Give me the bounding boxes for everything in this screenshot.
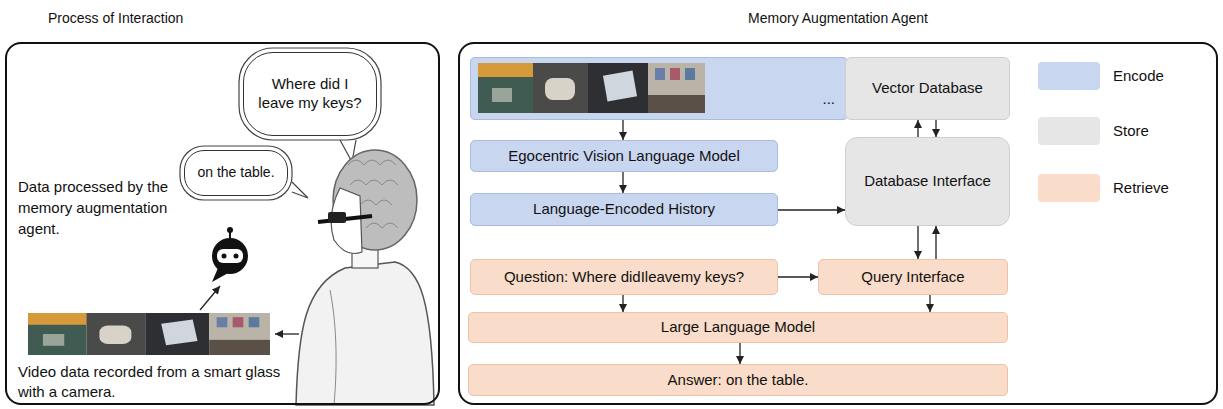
robot-eye xyxy=(234,254,239,259)
flow-arrow xyxy=(622,295,623,312)
agent-panel: Memory Augmentation Agent...Vector Datab… xyxy=(458,42,1218,405)
node-label: Query Interface xyxy=(861,268,964,287)
node-label: ... xyxy=(822,90,835,109)
robot-eye xyxy=(222,254,227,259)
node-label: Egocentric Vision Language Model xyxy=(508,147,740,166)
answer-bubble: on the table. xyxy=(184,150,288,196)
glasses-lens xyxy=(328,212,346,223)
flow-arrow xyxy=(739,343,740,364)
capture-arrow xyxy=(275,333,299,334)
person-fold xyxy=(330,290,336,405)
legend-swatch xyxy=(1038,62,1100,90)
node-label: Database Interface xyxy=(864,172,991,191)
robot-head xyxy=(212,238,248,274)
caption-text: Video data recorded from a smart glass w… xyxy=(18,362,290,401)
video-frames xyxy=(478,63,705,113)
flow-arrow xyxy=(929,295,930,312)
bubble-outline xyxy=(239,48,381,140)
interaction-panel: Process of InteractionData processed by … xyxy=(5,42,440,405)
legend-item: Store xyxy=(1038,117,1149,145)
interface-box: Database Interface xyxy=(845,137,1010,226)
flow-arrow xyxy=(935,120,936,137)
history-box: Language-Encoded History xyxy=(470,193,778,226)
legend-label: Store xyxy=(1113,122,1149,141)
robot-face xyxy=(217,249,243,263)
flow-arrow xyxy=(622,172,623,193)
question-box: Question: Where didIleavemy keys? xyxy=(470,259,778,295)
person-body xyxy=(296,262,434,405)
flow-arrow xyxy=(622,120,623,140)
robot-tail xyxy=(212,268,230,282)
query-box: Query Interface xyxy=(818,259,1008,295)
flow-arrow xyxy=(917,120,918,137)
database-box: Vector Database xyxy=(845,57,1010,120)
robot-antenna xyxy=(227,227,233,233)
caption-text: Data processed by the memory augmentatio… xyxy=(18,176,190,239)
flow-arrow xyxy=(778,209,845,210)
process-arrow xyxy=(200,286,220,310)
legend-swatch xyxy=(1038,174,1100,202)
bubble-tail xyxy=(292,182,308,198)
question-bubble: Where did I leave my keys? xyxy=(243,52,377,136)
node-label: Large Language Model xyxy=(661,318,815,337)
bubble-outline xyxy=(180,146,292,200)
node-label: Answer: on the table. xyxy=(668,371,809,390)
answer-box: Answer: on the table. xyxy=(468,364,1008,396)
node-label: Vector Database xyxy=(872,79,983,98)
legend-item: Retrieve xyxy=(1038,174,1169,202)
panel-title: Memory Augmentation Agent xyxy=(458,9,1218,27)
flow-arrow xyxy=(935,226,936,259)
legend-label: Encode xyxy=(1113,67,1164,86)
node-label: on the table. xyxy=(197,164,274,182)
encoder-box: Egocentric Vision Language Model xyxy=(470,140,778,172)
panel-title: Process of Interaction xyxy=(48,9,288,27)
node-label: Question: Where didIleavemy keys? xyxy=(504,268,744,287)
flow-arrow xyxy=(778,276,818,277)
legend-item: Encode xyxy=(1038,62,1164,90)
legend-swatch xyxy=(1038,117,1100,145)
legend-label: Retrieve xyxy=(1113,179,1169,198)
flow-arrow xyxy=(917,226,918,259)
node-label: Language-Encoded History xyxy=(533,200,715,219)
frames-ground xyxy=(470,57,848,120)
llm-box: Large Language Model xyxy=(468,312,1008,343)
video-frames xyxy=(28,313,270,355)
video-frames-box: ... xyxy=(470,57,848,120)
node-label: Where did I leave my keys? xyxy=(256,75,364,113)
